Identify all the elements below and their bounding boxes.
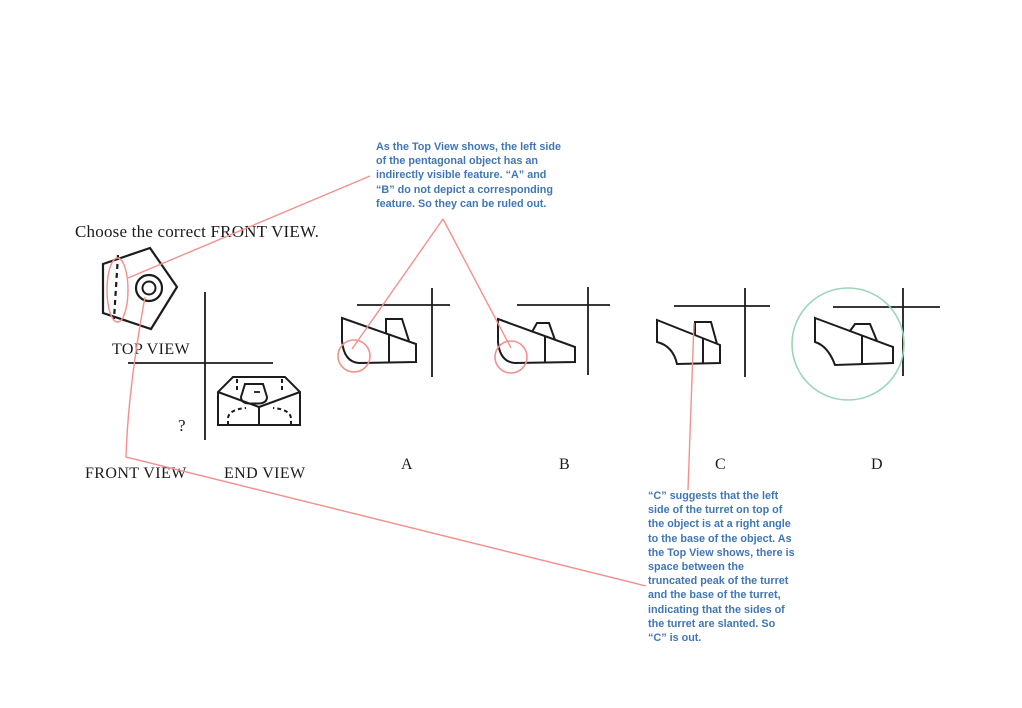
leader-lines-note-to-a-and-b [351, 218, 512, 350]
option-b-drawing[interactable] [497, 287, 610, 375]
note-ruling-out-c: “C” suggests that the left side of the t… [648, 490, 795, 645]
front-view-label: FRONT VIEW [85, 465, 187, 482]
pentagon-outline [101, 246, 179, 331]
option-label-c[interactable]: C [715, 456, 726, 473]
option-a-turret [385, 318, 410, 342]
note-ruling-out-a-b: As the Top View shows, the left side of … [376, 141, 561, 210]
top-view-drawing [101, 246, 179, 331]
end-view-turret [239, 383, 269, 405]
highlight-ellipse-hidden-feature [106, 257, 129, 323]
option-d-body [814, 316, 894, 367]
hole-inner-circle [141, 280, 157, 296]
question-text: Choose the correct FRONT VIEW. [75, 222, 320, 241]
option-label-a[interactable]: A [401, 456, 413, 473]
front-view-placeholder: ? [178, 416, 186, 435]
correct-answer-circle [791, 287, 905, 401]
option-b-turret [531, 322, 556, 341]
option-a-body [341, 316, 417, 365]
hole-outer-circle [134, 273, 164, 303]
option-b-body [497, 317, 576, 365]
end-view-hidden-cove-left [227, 407, 247, 425]
end-view-outline [217, 376, 301, 426]
end-view-hidden-cove-right [272, 407, 292, 425]
highlight-circle-option-a-corner [337, 339, 371, 373]
end-view-drawing [217, 376, 301, 426]
option-c-turret [694, 321, 718, 345]
option-d-drawing[interactable] [814, 288, 940, 376]
highlight-circle-option-b-corner [494, 340, 528, 374]
end-view-label: END VIEW [224, 465, 306, 482]
projection-axes [128, 292, 273, 440]
option-c-drawing[interactable] [656, 288, 770, 377]
end-view-fold-lines [217, 391, 301, 409]
option-a-drawing[interactable] [341, 288, 450, 377]
option-c-body [656, 318, 721, 366]
option-label-d[interactable]: D [871, 456, 883, 473]
top-view-label: TOP VIEW [112, 341, 191, 358]
option-label-b[interactable]: B [559, 456, 570, 473]
leader-line-topview-to-bottom-note [125, 296, 647, 587]
leader-line-c-turret-to-note [687, 322, 695, 491]
hidden-edge-dashed-line [112, 254, 120, 320]
option-d-turret [849, 323, 878, 342]
